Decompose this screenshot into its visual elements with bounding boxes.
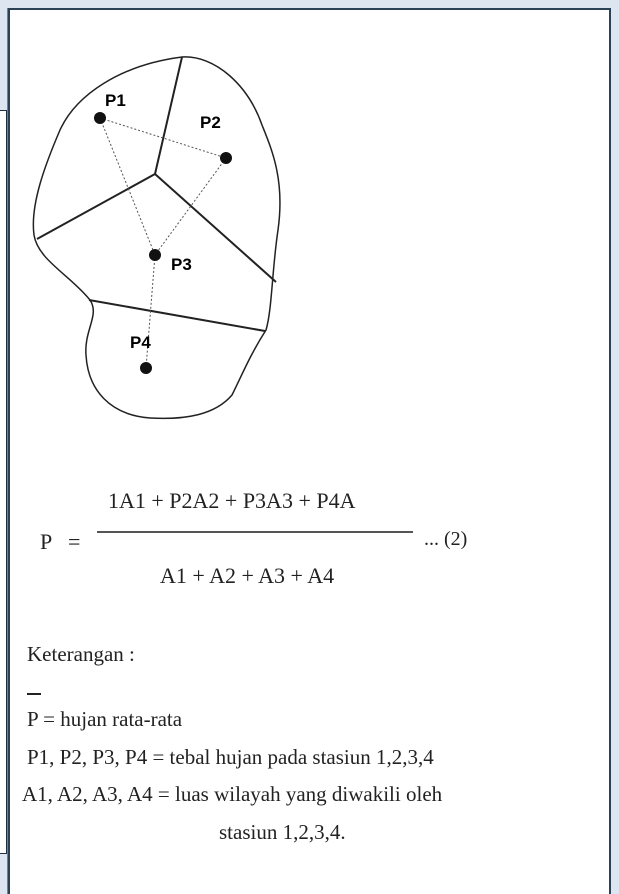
background-panel bbox=[0, 110, 8, 854]
station-p2-label: P2 bbox=[200, 113, 221, 132]
station-p1-label: P1 bbox=[105, 91, 126, 110]
note-line-mean: P = hujan rata-rata bbox=[27, 707, 183, 731]
station-p3-label: P3 bbox=[171, 255, 192, 274]
mean-overbar bbox=[27, 693, 41, 695]
formula-numerator: 1A1 + P2A2 + P3A3 + P4A bbox=[108, 488, 356, 513]
formula-lhs: P bbox=[40, 529, 53, 554]
equation-number: ... (2) bbox=[424, 528, 468, 550]
station-p1-dot bbox=[94, 112, 106, 124]
note-line-stations: stasiun 1,2,3,4. bbox=[219, 820, 346, 844]
notes-heading: Keterangan : bbox=[27, 642, 135, 666]
formula-denominator: A1 + A2 + A3 + A4 bbox=[160, 563, 335, 588]
connector-p2-p3 bbox=[154, 157, 227, 256]
station-p4-label: P4 bbox=[130, 333, 151, 352]
station-p3-dot bbox=[149, 249, 161, 261]
boundary-line bbox=[88, 299, 266, 332]
boundary-line bbox=[36, 173, 156, 240]
connector-p3-p4 bbox=[145, 254, 156, 369]
formula-equals: = bbox=[68, 529, 81, 554]
note-line-rainfall: P1, P2, P3, P4 = tebal hujan pada stasiu… bbox=[27, 745, 434, 769]
boundary-line bbox=[154, 56, 183, 175]
fraction-line bbox=[97, 531, 413, 533]
content-card: P1 P2 P3 P4 bbox=[8, 8, 611, 894]
station-connectors bbox=[99, 117, 227, 369]
boundary-line bbox=[154, 173, 277, 283]
station-p2-dot bbox=[220, 152, 232, 164]
note-line-area: A1, A2, A3, A4 = luas wilayah yang diwak… bbox=[22, 782, 443, 806]
catchment-boundary bbox=[32, 56, 281, 420]
station-markers bbox=[94, 112, 232, 374]
thiessen-polygon-diagram: P1 P2 P3 P4 bbox=[32, 56, 281, 420]
connector-p1-p3 bbox=[99, 117, 156, 256]
polygon-boundaries bbox=[36, 56, 277, 332]
station-p4-dot bbox=[140, 362, 152, 374]
